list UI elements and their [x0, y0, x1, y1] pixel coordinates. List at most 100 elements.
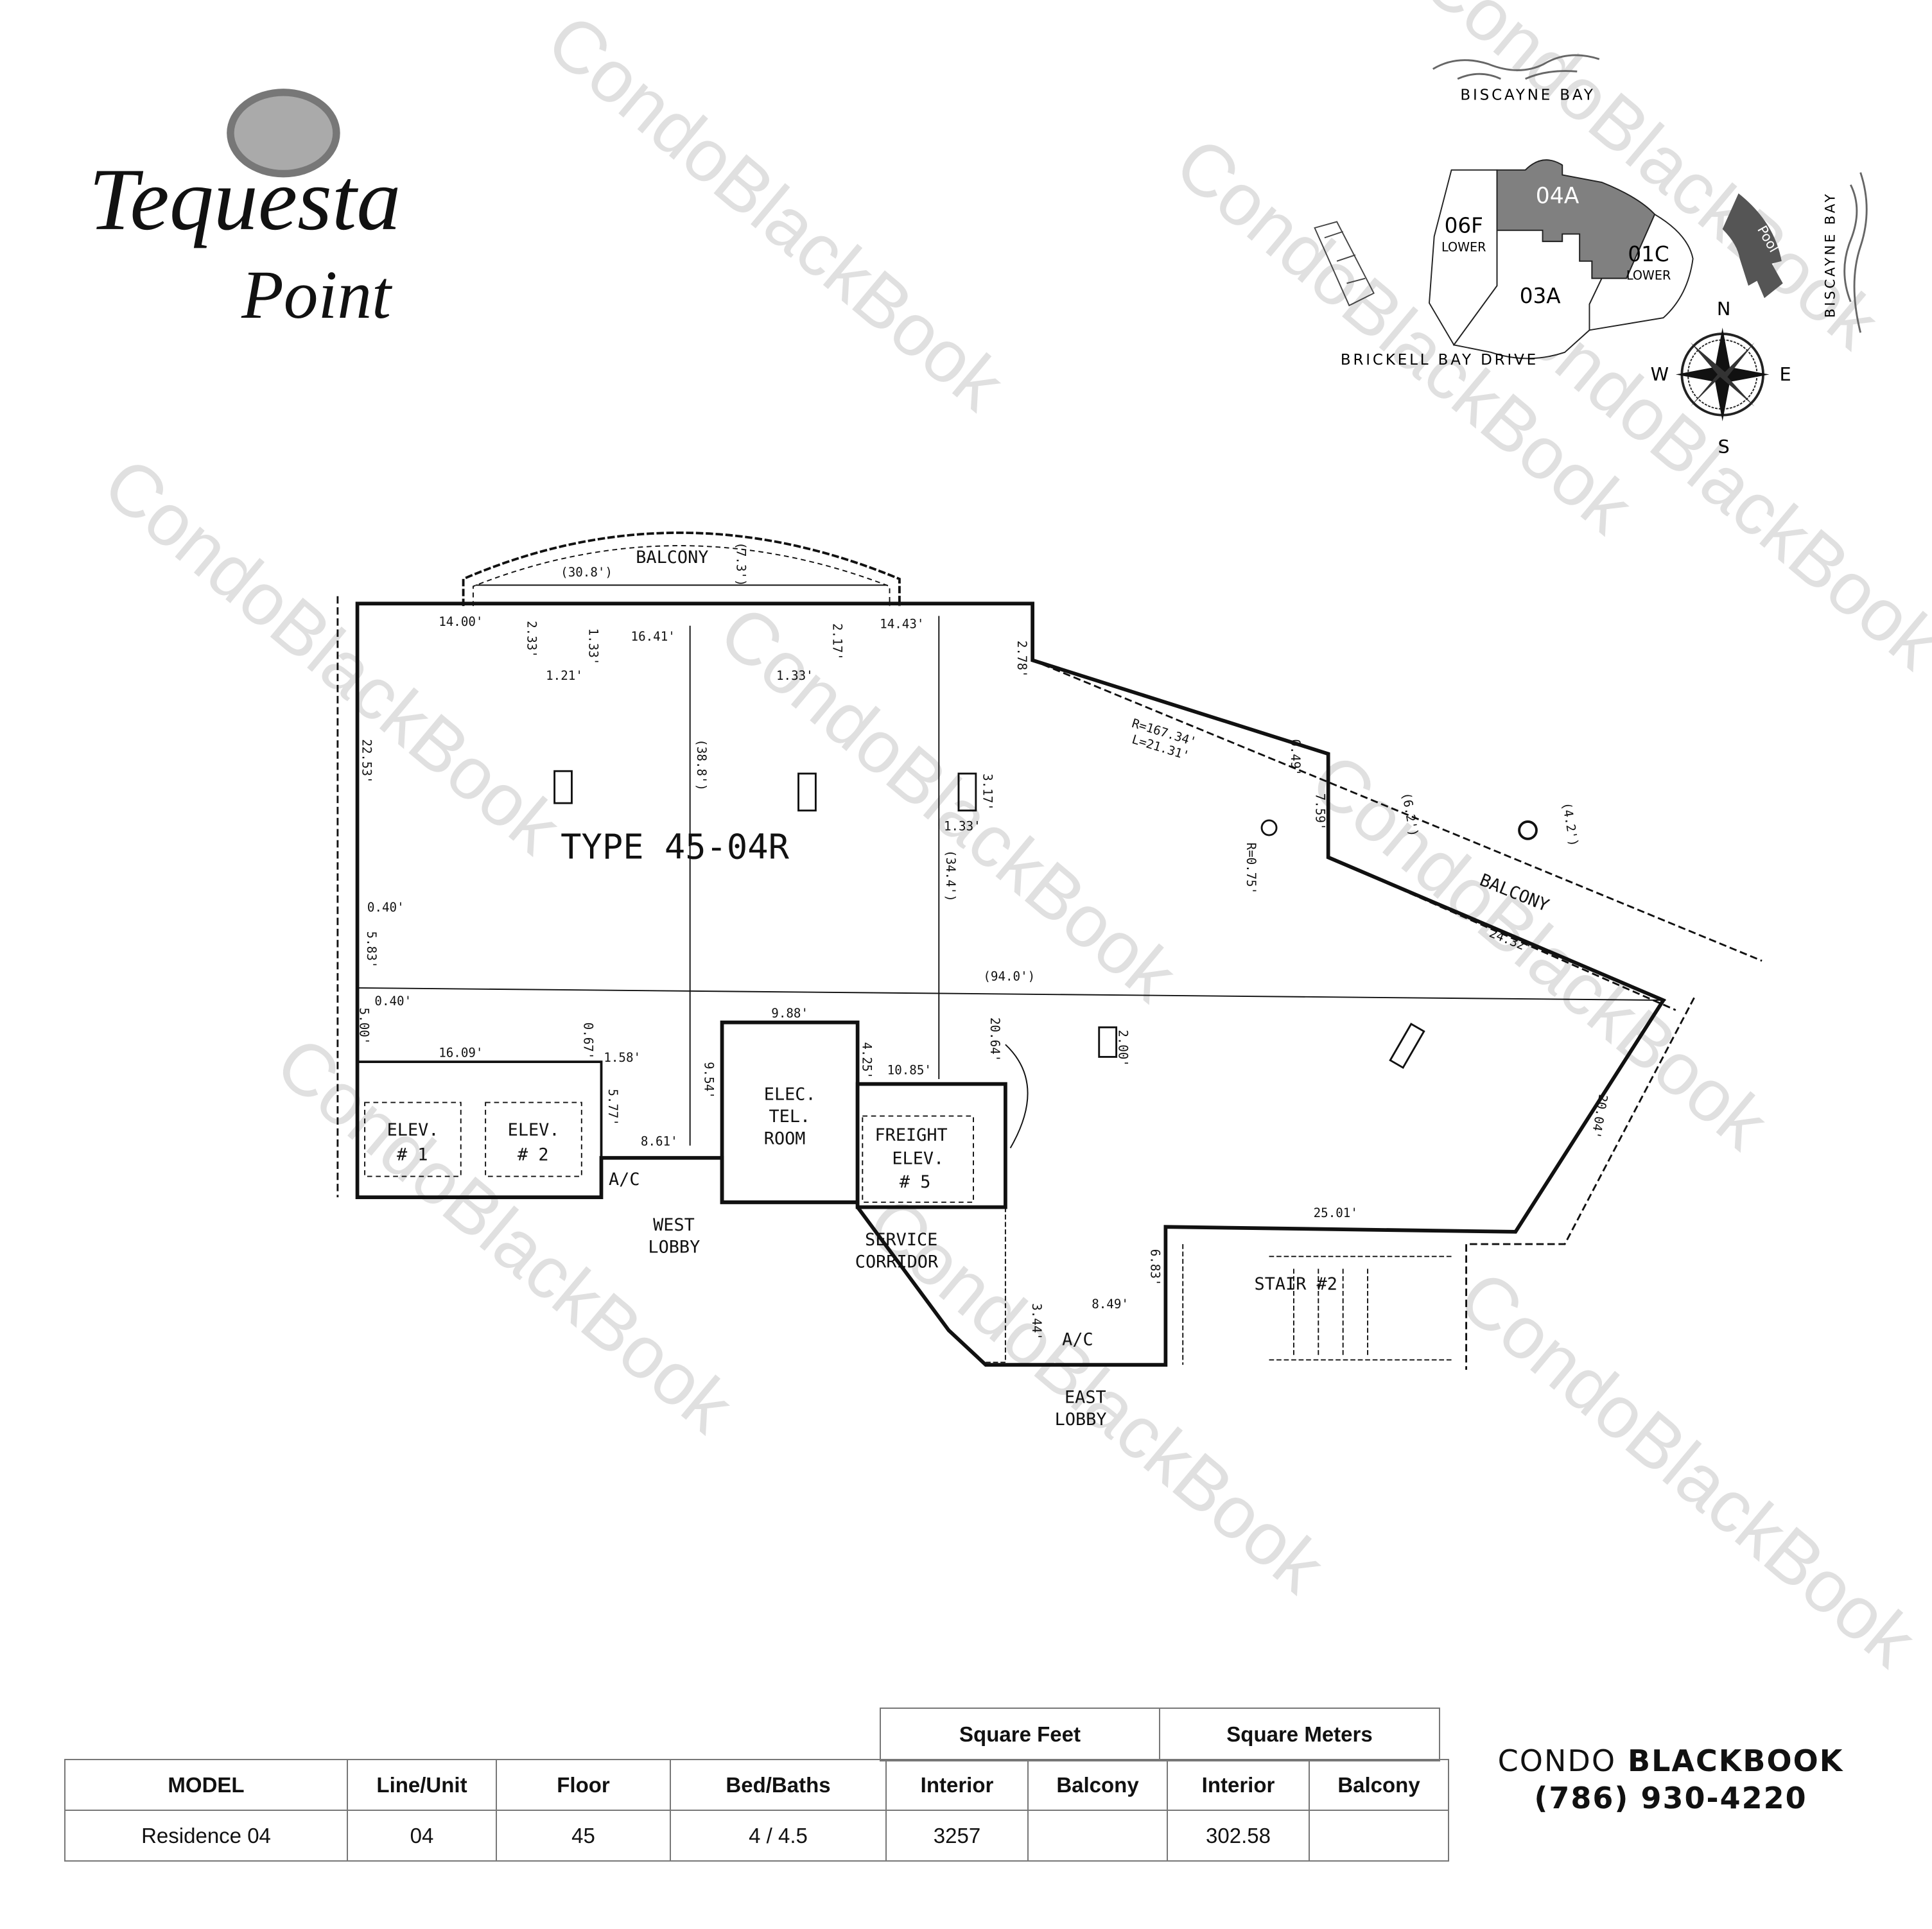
- room-label-east-lobby: LOBBY: [1055, 1410, 1107, 1430]
- dim-label: 14.43': [880, 617, 924, 632]
- dim-label: (38.8'): [694, 739, 709, 791]
- dim-label: 2.33': [524, 621, 539, 658]
- compass-w: W: [1651, 363, 1669, 385]
- dim-label: 1.33': [586, 628, 600, 666]
- dim-label: 14.00': [439, 614, 483, 629]
- header-square-meters: Square Meters: [1159, 1708, 1440, 1761]
- room-label-elev-1: ELEV.: [387, 1120, 439, 1140]
- biscayne-bay-top-label: BISCAYNE BAY: [1460, 87, 1595, 103]
- dim-label: (34.4'): [943, 850, 958, 902]
- room-label-stair: STAIR #2: [1255, 1274, 1337, 1294]
- dim-label: 5.00': [356, 1008, 371, 1045]
- room-label-west: WEST: [653, 1215, 695, 1235]
- dim-label: 1.21': [546, 668, 583, 683]
- room-label-elec: ELEC.: [764, 1085, 816, 1105]
- col-model: MODEL: [64, 1759, 348, 1811]
- room-label-lobby: LOBBY: [648, 1238, 700, 1258]
- key-unit-label: 06F: [1445, 214, 1483, 238]
- dim-label: (30.8'): [561, 565, 613, 580]
- dim-label: 5.83': [364, 931, 379, 969]
- cell-sqft-interior: 3257: [885, 1810, 1029, 1862]
- room-label-ac-east: A/C: [1062, 1329, 1093, 1349]
- key-unit-sublabel: LOWER: [1441, 239, 1486, 254]
- cell-sqft-balcony: [1027, 1810, 1168, 1862]
- dim-label: 16.41': [631, 629, 675, 644]
- dim-label: 7.59': [1312, 793, 1327, 831]
- freight-elevator: [855, 1082, 1007, 1209]
- unit-info-table: MODEL Line/Unit Floor Bed/Baths Interior…: [64, 1759, 1449, 1862]
- elevator-2: [485, 1102, 582, 1177]
- dim-label: 20.04': [1588, 1093, 1611, 1139]
- col-line-unit: Line/Unit: [347, 1759, 497, 1811]
- exterior-dashed-lines: [336, 596, 1762, 1370]
- room-label-tel: TEL.: [769, 1107, 810, 1127]
- dim-label: 4.25': [859, 1042, 874, 1079]
- unit-03a: [1452, 229, 1627, 359]
- dim-label: 1.33': [944, 818, 981, 833]
- col-sqft-balcony: Balcony: [1027, 1759, 1168, 1811]
- logo-line1: Tequesta: [89, 150, 401, 248]
- unit-type-label: TYPE 45-04R: [561, 826, 789, 867]
- compass-n: N: [1717, 298, 1731, 320]
- water-wave-icon: [1432, 54, 1600, 71]
- room-label-ac: A/C: [609, 1170, 640, 1189]
- compass-s: S: [1718, 436, 1729, 458]
- dim-label: 0.40': [367, 900, 405, 915]
- watermark: CondoBlackBook: [89, 442, 576, 870]
- dim-label: 16.09': [439, 1045, 483, 1060]
- brand-phone[interactable]: (786) 930-4220: [1534, 1781, 1807, 1815]
- room-label-freight-num: # 5: [900, 1172, 931, 1192]
- watermark: CondoBlackBook: [532, 0, 1019, 426]
- brand-name-light: CONDO: [1497, 1743, 1617, 1778]
- header-square-feet: Square Feet: [880, 1708, 1160, 1761]
- logo-line2: Point: [241, 257, 392, 333]
- col-bed-baths: Bed/Baths: [670, 1759, 887, 1811]
- dim-label: 22.53': [359, 739, 374, 783]
- dim-label: 8.49': [1092, 1297, 1129, 1311]
- biscayne-bay-right-label: BISCAYNE BAY: [1822, 192, 1838, 318]
- dim-label: 3.44': [1029, 1303, 1044, 1340]
- brand-name-bold: BLACKBOOK: [1628, 1743, 1844, 1778]
- dim-label: 10.85': [887, 1062, 932, 1077]
- room-label-elev-2: ELEV.: [508, 1120, 560, 1140]
- pool-shape: [1722, 193, 1783, 298]
- col-sqm-balcony: Balcony: [1309, 1759, 1449, 1811]
- dim-label: (4.2'): [1559, 801, 1581, 847]
- watermark: CondoBlackBook: [1443, 1255, 1931, 1682]
- key-unit-sublabel: LOWER: [1626, 268, 1671, 283]
- dim-line-94: [357, 987, 1666, 1001]
- cell-floor: 45: [496, 1810, 671, 1862]
- tequesta-point-logo: Tequesta Point: [89, 89, 401, 333]
- watermark: CondoBlackBook: [1296, 738, 1783, 1165]
- room-label-corridor: CORRIDOR: [855, 1252, 939, 1272]
- dim-label: 2.78': [1014, 641, 1029, 678]
- stair-2-treads: [986, 1207, 1454, 1365]
- room-label-service: SERVICE: [865, 1230, 937, 1250]
- compass-rose-icon: [1675, 327, 1770, 422]
- dim-label: 2.17': [830, 623, 844, 661]
- dim-label: 1.33': [776, 668, 814, 683]
- elevator-1: [364, 1102, 462, 1177]
- cell-model: Residence 04: [64, 1810, 348, 1862]
- key-plan: BISCAYNE BAY 04A 06F LOWER 01C LOWER 03A…: [1314, 54, 1868, 458]
- dim-label: 8.61': [641, 1134, 678, 1149]
- area-group-header: Square Feet Square Meters: [880, 1708, 1440, 1761]
- dim-label: 25.01': [1314, 1206, 1358, 1220]
- dim-label: 0.40': [374, 994, 412, 1008]
- table-row: Residence 04 04 45 4 / 4.5 3257 302.58: [64, 1810, 1449, 1862]
- watermark: CondoBlackBook: [704, 590, 1192, 1017]
- condo-blackbook-brand: CONDO BLACKBOOK (786) 930-4220: [1461, 1742, 1880, 1817]
- dim-label: 0.67': [581, 1023, 596, 1060]
- room-label-room: ROOM: [764, 1129, 806, 1149]
- key-unit-label: 03A: [1520, 284, 1561, 308]
- room-label-freight-elev: ELEV.: [892, 1148, 944, 1168]
- dim-label: (94.0'): [983, 969, 1035, 983]
- table-header-row: MODEL Line/Unit Floor Bed/Baths Interior…: [64, 1759, 1449, 1811]
- compass-e: E: [1779, 363, 1791, 385]
- dim-label: 1.58': [604, 1050, 641, 1065]
- cell-sqm-interior: 302.58: [1167, 1810, 1310, 1862]
- room-label-east: EAST: [1065, 1388, 1106, 1408]
- balcony-north: [462, 532, 901, 607]
